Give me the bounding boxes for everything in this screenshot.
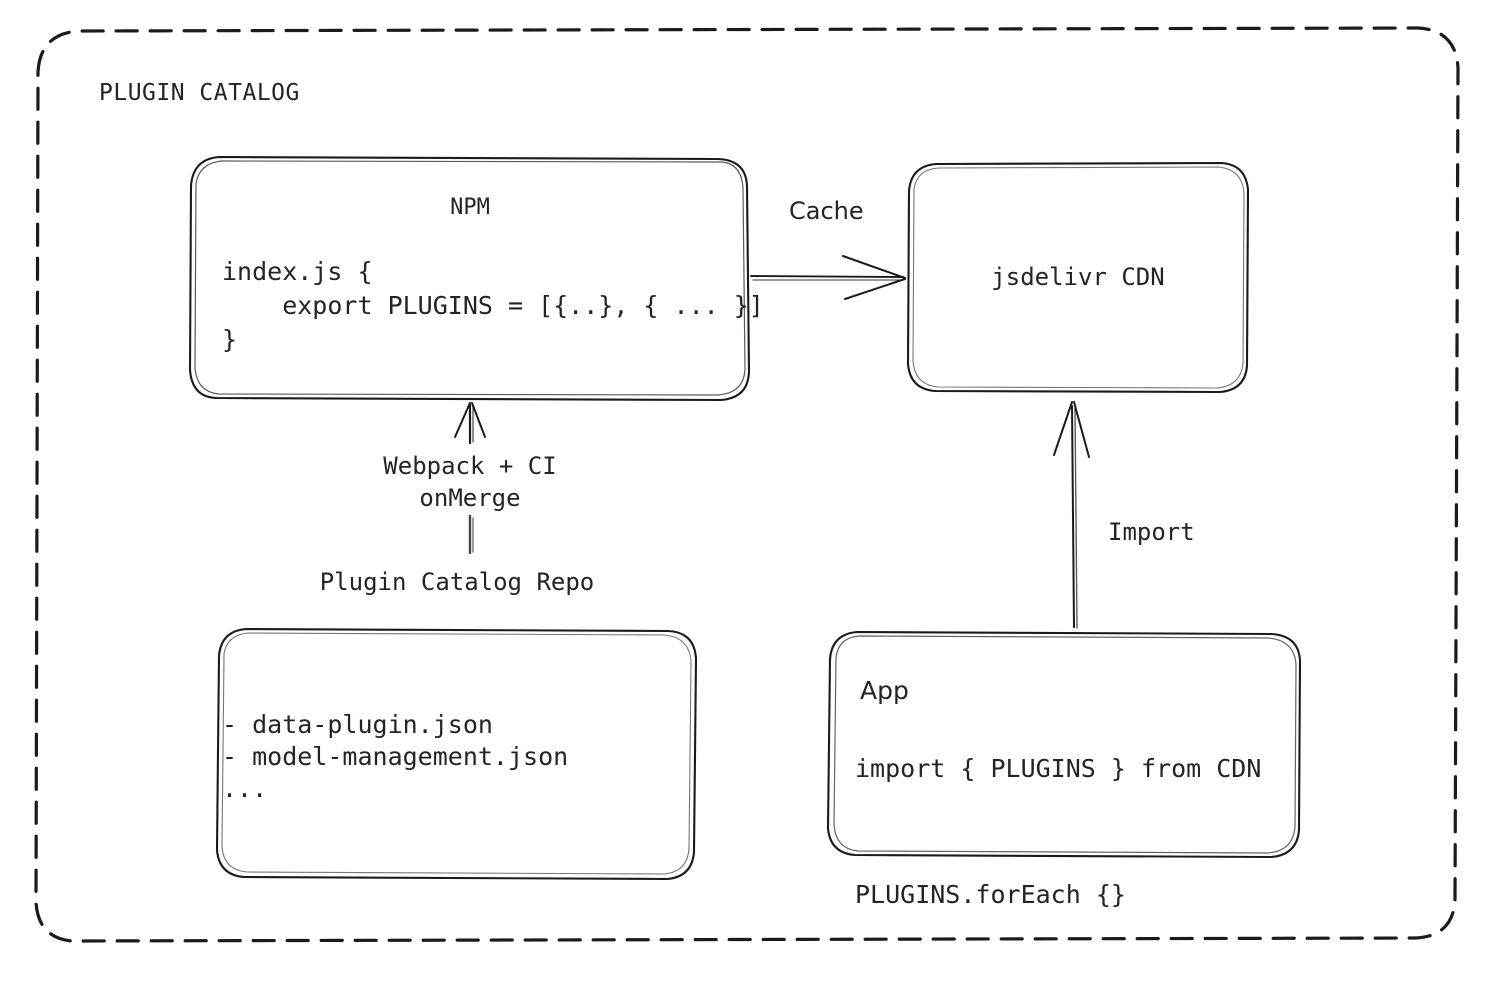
import-arrow	[1053, 401, 1090, 629]
app-node-title: App	[860, 676, 909, 705]
import-edge-label: Import	[1108, 518, 1195, 546]
npm-node-title: NPM	[450, 195, 490, 220]
cache-arrow	[750, 255, 906, 300]
cache-edge-label: Cache	[789, 197, 864, 225]
cdn-node-title: jsdelivr CDN	[991, 263, 1165, 291]
repo-node-title: Plugin Catalog Repo	[319, 568, 595, 596]
build-edge-label: Webpack + CI onMerge	[383, 452, 557, 512]
group-title: PLUGIN CATALOG	[99, 80, 300, 106]
npm-node-code: index.js { export PLUGINS = [{..}, { ...…	[222, 257, 764, 354]
repo-node-code: - data-plugin.json - model-management.js…	[222, 710, 569, 803]
app-node-code: import { PLUGINS } from CDN PLUGINS.forE…	[855, 754, 1262, 909]
